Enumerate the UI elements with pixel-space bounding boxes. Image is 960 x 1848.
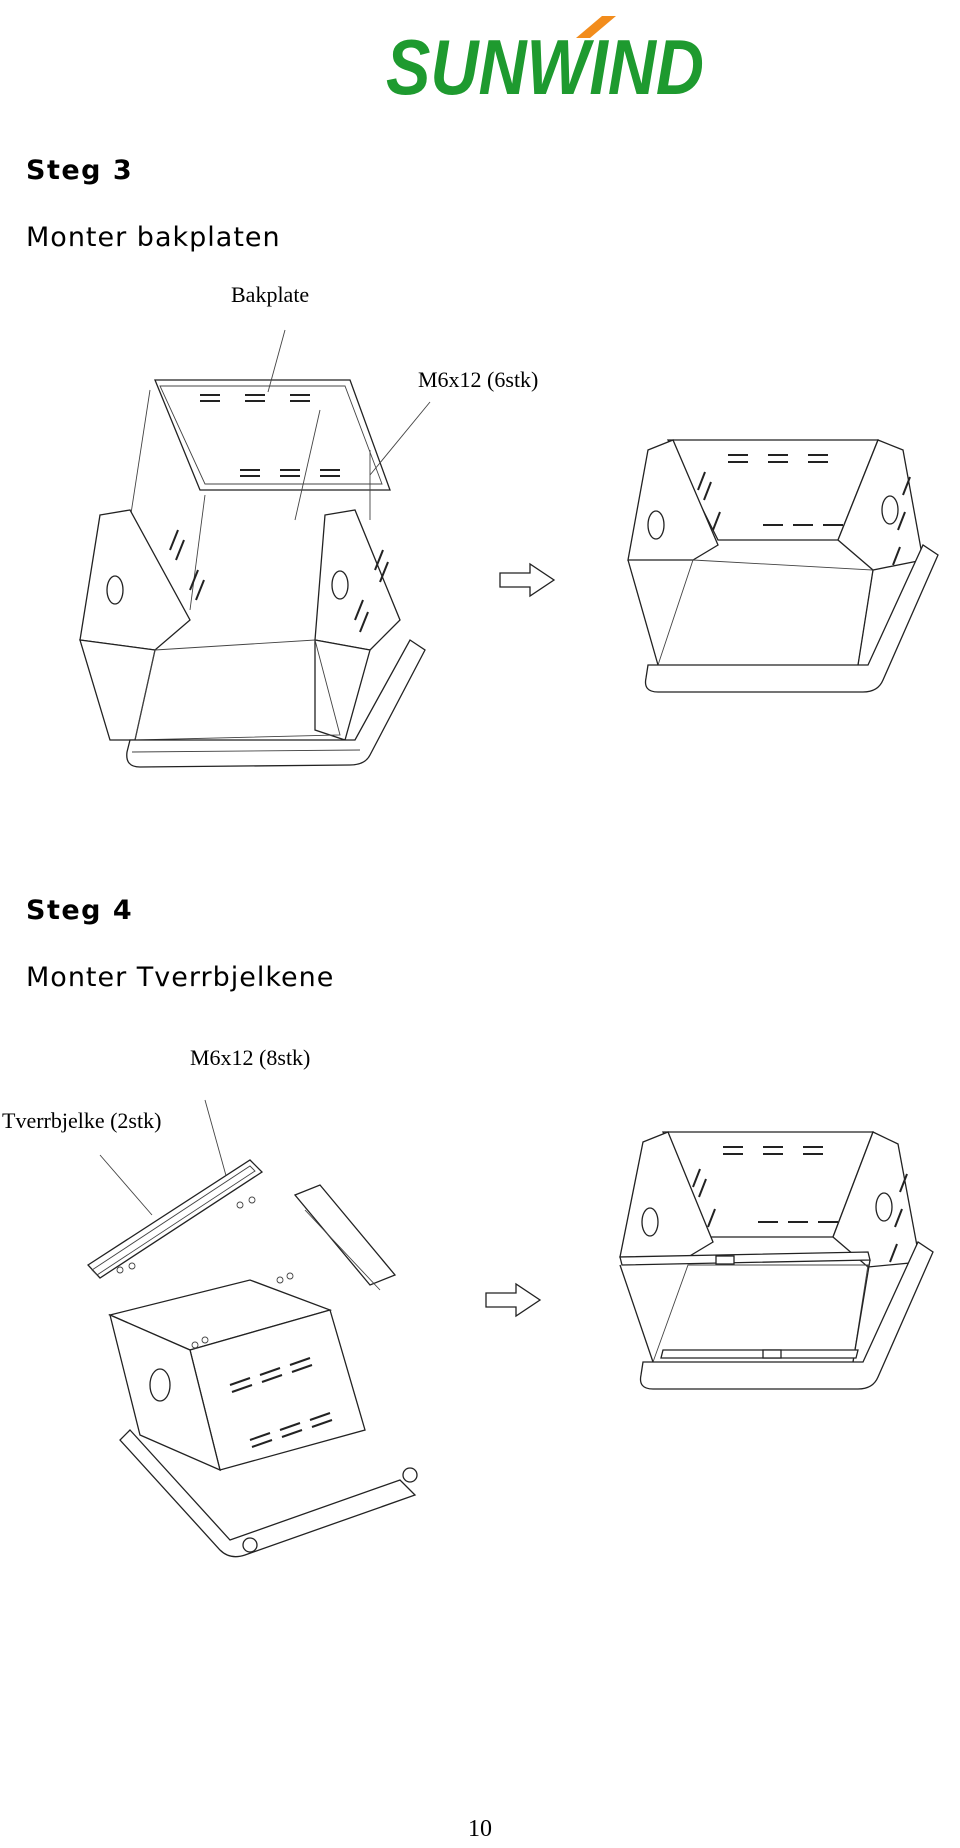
step-4-assembled-diagram: [608, 1122, 956, 1410]
logo-text: SUNWIND: [386, 23, 704, 111]
step-3-title: Steg 3: [26, 155, 134, 186]
step-4-subtitle: Monter Tverrbjelkene: [26, 962, 335, 993]
step-3-exploded-diagram: [70, 320, 431, 780]
logo-sun-accent: [576, 16, 616, 38]
step-4-title: Steg 4: [26, 895, 134, 926]
screws-label-step4: M6x12 (8stk): [190, 1045, 311, 1070]
step-4-exploded-diagram: [80, 1099, 460, 1560]
sunwind-logo-graphic: SUNWIND: [386, 16, 704, 111]
sunwind-logo: SUNWIND: [380, 8, 710, 111]
step-4-arrow-icon: [484, 1282, 542, 1318]
step-3-assembled-diagram: [618, 430, 958, 710]
step-3-subtitle: Monter bakplaten: [26, 222, 281, 253]
back-plate-label: Bakplate: [231, 282, 310, 307]
screws-label-step3: M6x12 (6stk): [418, 367, 539, 392]
crossbeam-label: Tverrbjelke (2stk): [2, 1108, 162, 1133]
page-number: 10: [468, 1816, 492, 1842]
step-3-arrow-icon: [498, 562, 556, 598]
